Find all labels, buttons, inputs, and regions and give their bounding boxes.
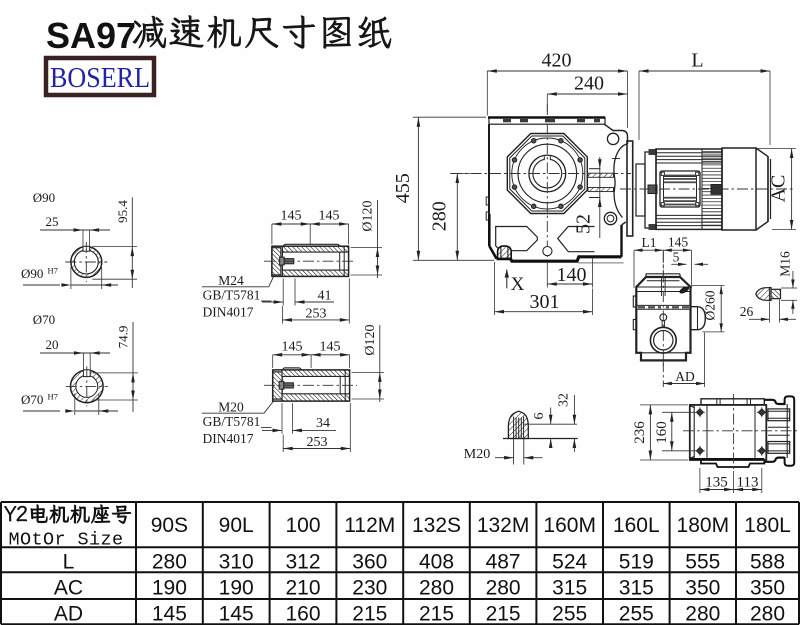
- svg-text:240: 240: [574, 73, 604, 95]
- svg-text:100: 100: [285, 514, 320, 537]
- svg-text:315: 315: [619, 577, 654, 600]
- svg-text:255: 255: [552, 603, 587, 625]
- svg-text:90S: 90S: [151, 514, 188, 537]
- svg-text:25: 25: [46, 214, 59, 229]
- svg-text:230: 230: [352, 577, 387, 600]
- svg-text:32: 32: [557, 393, 572, 407]
- svg-text:519: 519: [619, 551, 654, 574]
- svg-text:Ø90: Ø90: [21, 266, 43, 281]
- svg-text:26: 26: [740, 304, 754, 319]
- svg-text:190: 190: [152, 577, 187, 600]
- svg-text:360: 360: [352, 551, 387, 574]
- svg-text:34: 34: [316, 416, 330, 431]
- svg-text:L: L: [691, 50, 703, 72]
- svg-text:M20: M20: [464, 447, 490, 462]
- svg-text:H7: H7: [48, 266, 58, 276]
- svg-text:20: 20: [46, 337, 59, 352]
- svg-text:L1: L1: [642, 235, 657, 250]
- svg-text:236: 236: [632, 421, 648, 444]
- svg-text:Ø70: Ø70: [21, 392, 43, 407]
- svg-text:408: 408: [419, 551, 454, 574]
- svg-text:160L: 160L: [613, 514, 660, 537]
- svg-text:524: 524: [552, 551, 587, 574]
- svg-text:255: 255: [619, 603, 654, 625]
- svg-text:350: 350: [685, 577, 720, 600]
- svg-text:145: 145: [281, 209, 302, 224]
- svg-text:6: 6: [532, 413, 547, 420]
- svg-text:145: 145: [282, 339, 303, 354]
- svg-text:253: 253: [307, 435, 328, 450]
- svg-text:145: 145: [152, 603, 187, 625]
- svg-text:M20: M20: [218, 400, 244, 415]
- svg-text:140: 140: [557, 264, 587, 286]
- svg-text:160M: 160M: [543, 514, 596, 537]
- svg-text:DIN4017: DIN4017: [203, 431, 254, 446]
- svg-text:74.9: 74.9: [116, 326, 131, 349]
- svg-text:215: 215: [352, 603, 387, 625]
- svg-text:190: 190: [219, 577, 254, 600]
- svg-text:AC: AC: [768, 175, 790, 203]
- svg-text:AD: AD: [54, 603, 83, 625]
- svg-text:310: 310: [219, 551, 254, 574]
- svg-text:280: 280: [486, 577, 521, 600]
- svg-text:GB/T5781: GB/T5781: [203, 414, 261, 429]
- svg-text:Ø120: Ø120: [363, 324, 378, 355]
- svg-text:145: 145: [320, 339, 341, 354]
- svg-text:180L: 180L: [744, 514, 791, 537]
- svg-text:Ø70: Ø70: [33, 312, 55, 327]
- svg-text:5: 5: [673, 250, 680, 265]
- svg-text:280: 280: [419, 577, 454, 600]
- svg-text:L: L: [63, 551, 75, 574]
- svg-text:132S: 132S: [412, 514, 461, 537]
- svg-text:180M: 180M: [677, 514, 730, 537]
- svg-text:132M: 132M: [477, 514, 530, 537]
- svg-text:DIN4017: DIN4017: [203, 305, 254, 320]
- svg-text:215: 215: [419, 603, 454, 625]
- svg-text:H7: H7: [48, 392, 58, 402]
- svg-text:90L: 90L: [219, 514, 254, 537]
- svg-text:95.4: 95.4: [115, 200, 130, 223]
- svg-text:215: 215: [486, 603, 521, 625]
- svg-text:487: 487: [486, 551, 521, 574]
- svg-text:280: 280: [152, 551, 187, 574]
- svg-text:SA97: SA97: [46, 15, 136, 56]
- svg-text:253: 253: [306, 307, 327, 322]
- svg-text:145: 145: [219, 603, 254, 625]
- svg-text:588: 588: [750, 551, 785, 574]
- svg-text:Ø260: Ø260: [703, 290, 718, 320]
- svg-text:555: 555: [685, 551, 720, 574]
- svg-text:GB/T5781: GB/T5781: [203, 288, 261, 303]
- svg-text:Ø90: Ø90: [33, 190, 55, 205]
- svg-text:420: 420: [542, 50, 572, 72]
- svg-text:160: 160: [285, 603, 320, 625]
- svg-text:210: 210: [285, 577, 320, 600]
- svg-text:280: 280: [429, 201, 451, 231]
- svg-text:41: 41: [318, 289, 332, 304]
- svg-text:AC: AC: [54, 577, 83, 600]
- svg-text:145: 145: [319, 209, 340, 224]
- svg-text:315: 315: [552, 577, 587, 600]
- svg-text:X: X: [511, 274, 525, 295]
- svg-text:455: 455: [392, 173, 414, 203]
- svg-text:160: 160: [654, 421, 670, 444]
- svg-text:135: 135: [705, 475, 728, 491]
- svg-text:52: 52: [573, 214, 595, 234]
- svg-text:312: 312: [285, 551, 320, 574]
- svg-text:AD: AD: [675, 369, 695, 384]
- svg-text:BOSERL: BOSERL: [50, 62, 150, 94]
- svg-text:M24: M24: [218, 273, 244, 288]
- svg-text:Ø120: Ø120: [361, 200, 376, 231]
- svg-text:112M: 112M: [344, 514, 395, 537]
- svg-text:301: 301: [530, 291, 560, 313]
- svg-text:280: 280: [750, 603, 785, 625]
- svg-text:350: 350: [750, 577, 785, 600]
- svg-text:280: 280: [685, 603, 720, 625]
- svg-text:113: 113: [737, 475, 759, 491]
- svg-text:M16: M16: [778, 251, 793, 277]
- svg-text:MOtOr Size: MOtOr Size: [8, 530, 123, 551]
- svg-text:145: 145: [668, 235, 689, 250]
